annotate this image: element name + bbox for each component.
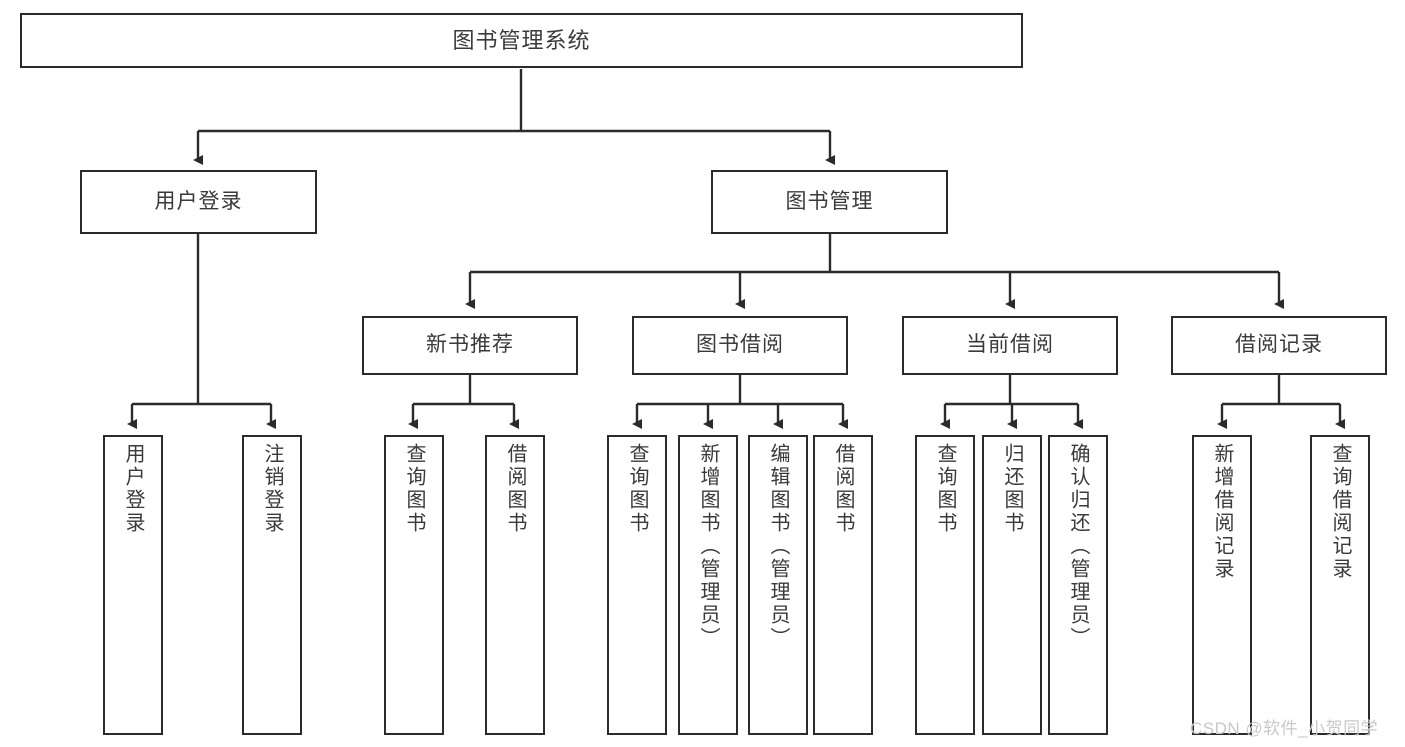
node-label: 新增图书（管理员）: [697, 443, 719, 650]
node-label: 图书管理系统: [452, 27, 591, 53]
node-label: 当前借阅: [966, 333, 1054, 357]
node-label: 查询图书: [934, 443, 956, 535]
leaf-query-book-recommend[interactable]: 查询图书: [384, 435, 444, 735]
leaf-logout[interactable]: 注销登录: [242, 435, 302, 735]
csdn-watermark: CSDN @软件_小贺同学: [1190, 719, 1379, 738]
node-book-management[interactable]: 图书管理: [711, 170, 948, 234]
leaf-add-book[interactable]: 新增图书（管理员）: [678, 435, 738, 735]
node-current-borrow[interactable]: 当前借阅: [902, 316, 1118, 375]
node-label: 查询图书: [626, 443, 648, 535]
leaf-add-borrow-record[interactable]: 新增借阅记录: [1192, 435, 1252, 735]
node-user-login[interactable]: 用户登录: [80, 170, 317, 234]
node-label: 借阅图书: [832, 443, 854, 535]
leaf-query-book-current[interactable]: 查询图书: [915, 435, 975, 735]
node-label: 图书借阅: [696, 333, 784, 357]
node-borrow-record[interactable]: 借阅记录: [1171, 316, 1387, 375]
node-root-system[interactable]: 图书管理系统: [20, 13, 1023, 68]
leaf-edit-book[interactable]: 编辑图书（管理员）: [748, 435, 808, 735]
leaf-query-book-borrow[interactable]: 查询图书: [607, 435, 667, 735]
node-label: 借阅图书: [504, 443, 526, 535]
node-label: 新书推荐: [426, 333, 514, 357]
node-label: 借阅记录: [1235, 333, 1323, 357]
node-label: 编辑图书（管理员）: [767, 443, 789, 650]
leaf-query-borrow-record[interactable]: 查询借阅记录: [1310, 435, 1370, 735]
node-label: 用户登录: [122, 443, 144, 535]
node-label: 查询图书: [403, 443, 425, 535]
node-label: 查询借阅记录: [1329, 443, 1351, 581]
leaf-user-login[interactable]: 用户登录: [103, 435, 163, 735]
leaf-confirm-return[interactable]: 确认归还（管理员）: [1048, 435, 1108, 735]
leaf-return-book[interactable]: 归还图书: [982, 435, 1042, 735]
node-new-book-recommend[interactable]: 新书推荐: [362, 316, 578, 375]
node-label: 图书管理: [785, 189, 874, 213]
node-label: 新增借阅记录: [1211, 443, 1233, 581]
leaf-borrow-book-recommend[interactable]: 借阅图书: [485, 435, 545, 735]
node-book-borrow[interactable]: 图书借阅: [632, 316, 848, 375]
node-label: 确认归还（管理员）: [1067, 443, 1089, 650]
leaf-borrow-book[interactable]: 借阅图书: [813, 435, 873, 735]
node-label: 归还图书: [1001, 443, 1023, 535]
node-label: 用户登录: [154, 189, 243, 213]
node-label: 注销登录: [261, 443, 283, 535]
